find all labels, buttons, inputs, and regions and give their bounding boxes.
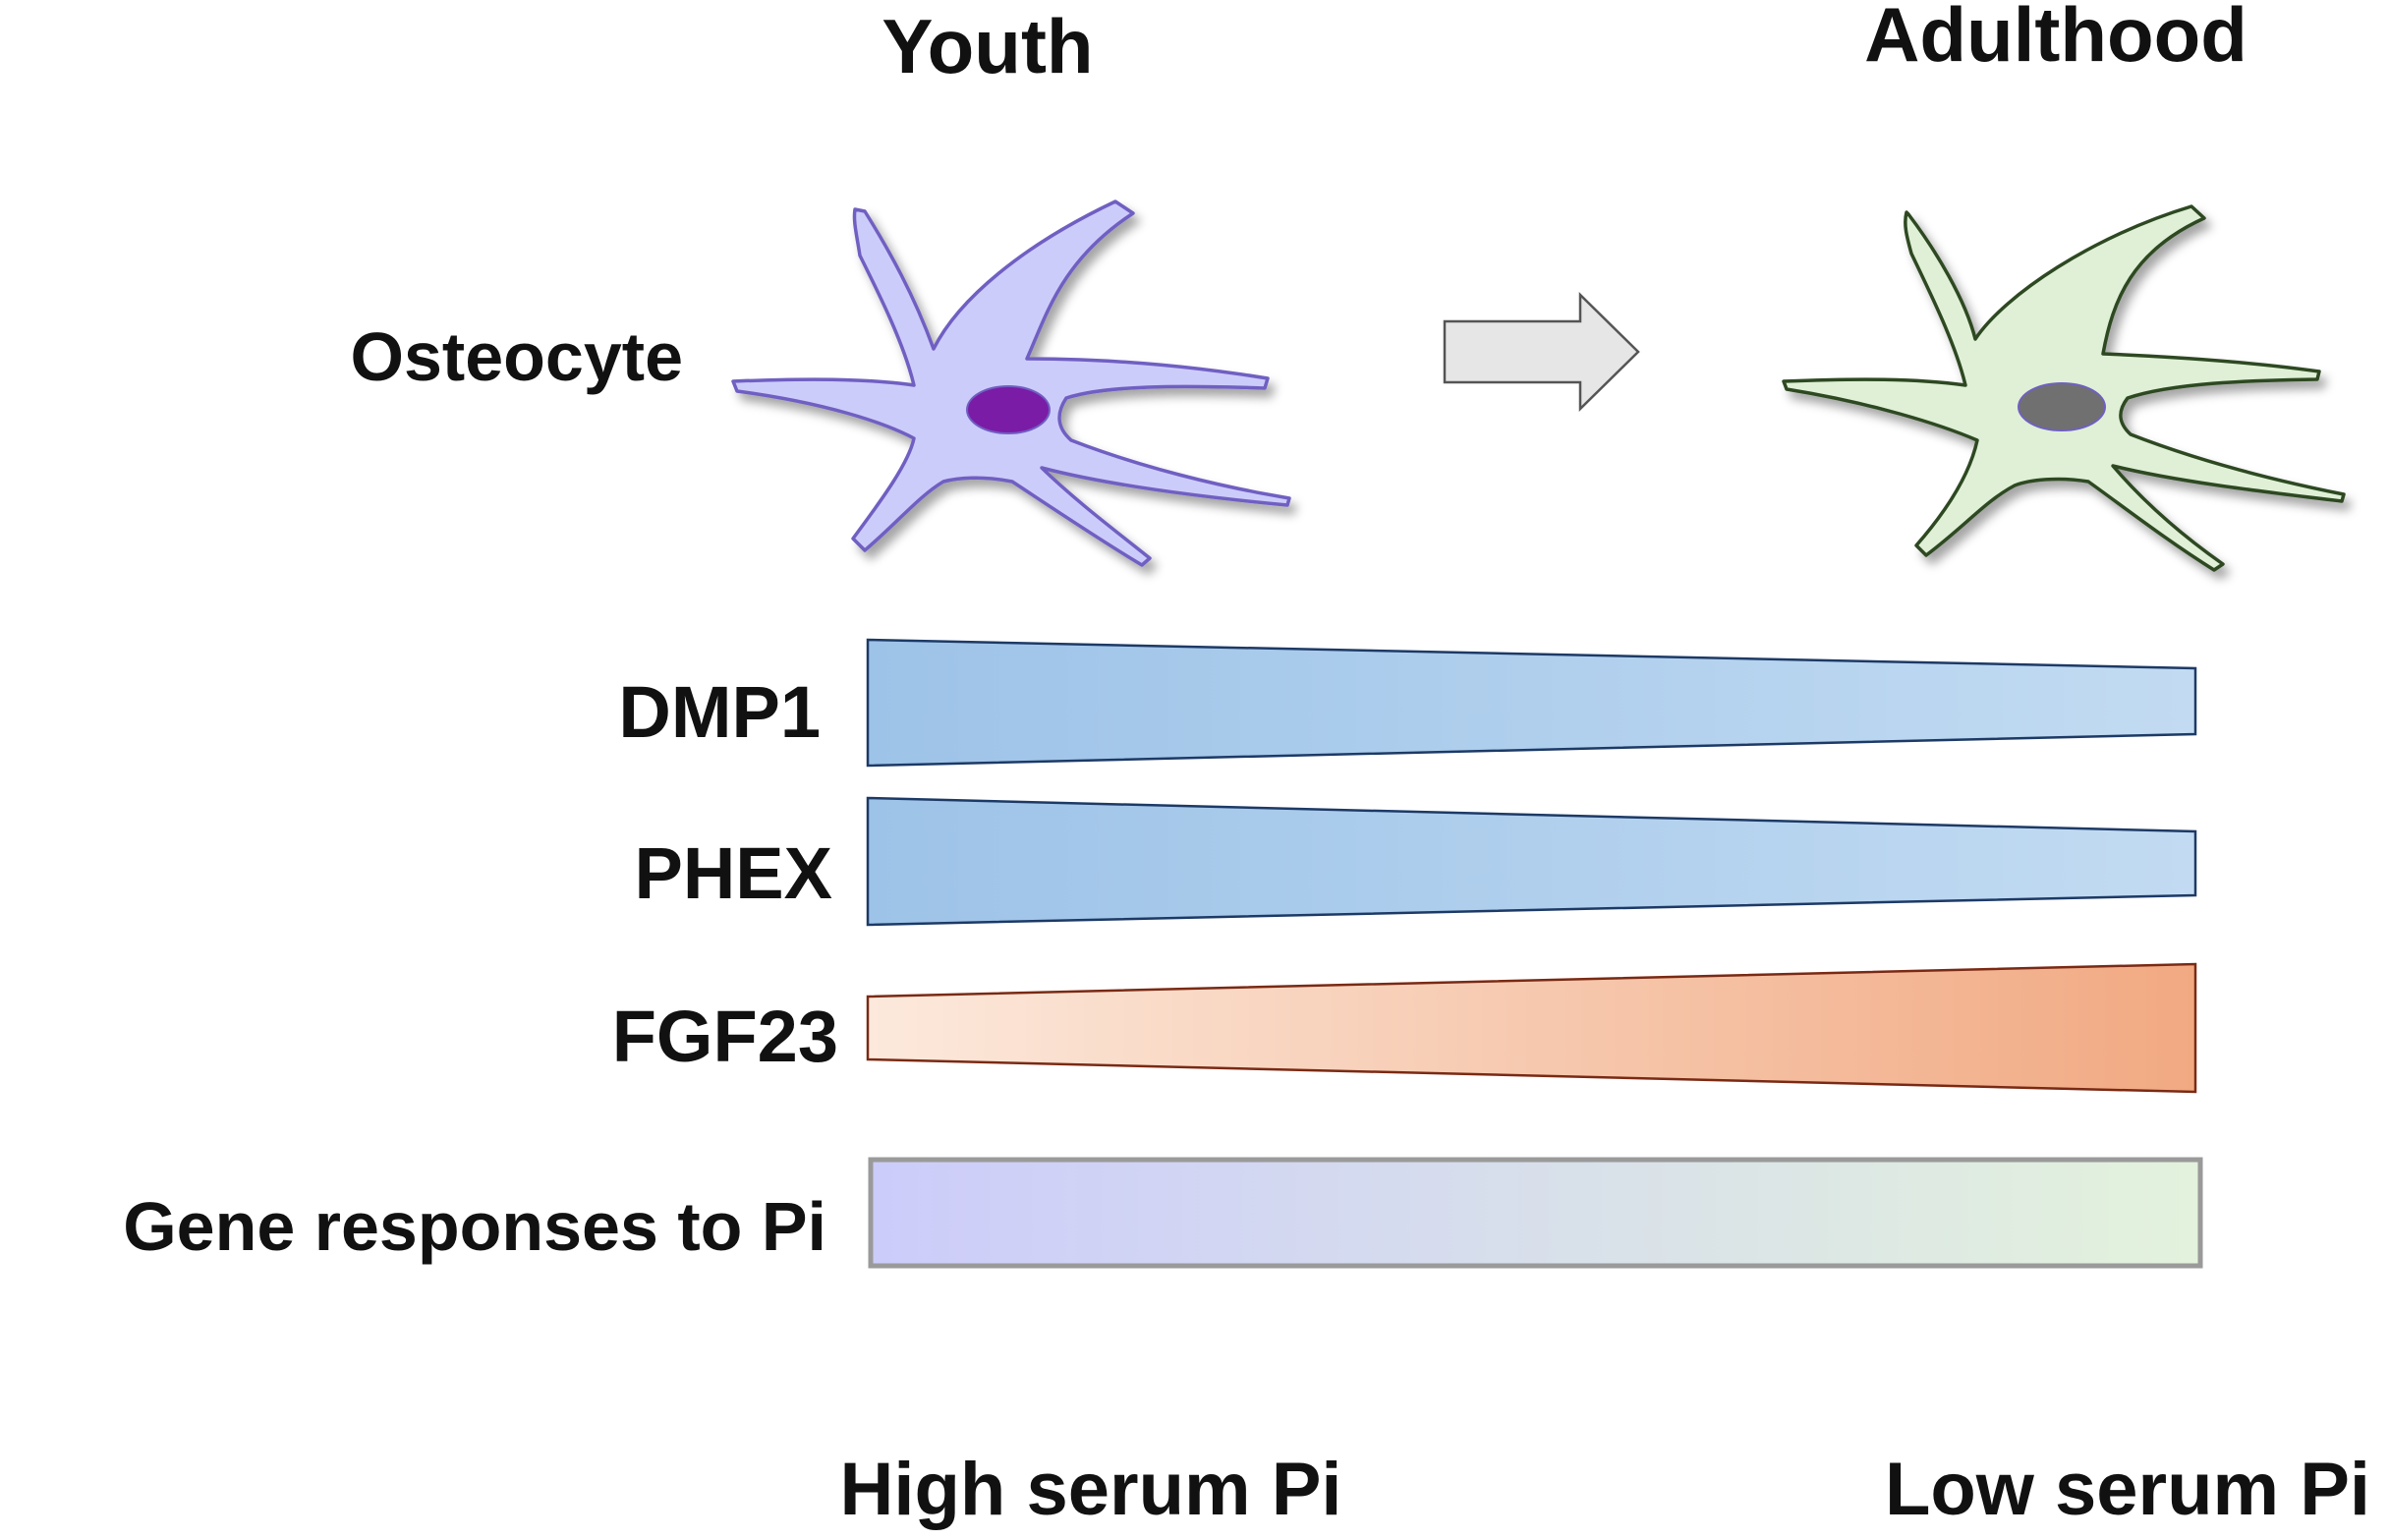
- adulthood-header: Adulthood: [1864, 0, 2247, 78]
- gene-responses-label: Gene responses to Pi: [123, 1188, 826, 1265]
- adult-osteocyte-nucleus: [2018, 382, 2106, 431]
- youth-header: Youth: [882, 3, 1094, 89]
- transition-arrow-icon: [1443, 292, 1640, 412]
- high-serum-pi-label: High serum Pi: [839, 1448, 1342, 1531]
- phex-label: PHEX: [634, 832, 832, 914]
- adult-osteocyte: [1782, 204, 2346, 572]
- phex-expression-wedge: [866, 796, 2197, 927]
- dmp1-expression-wedge: [866, 638, 2197, 768]
- fgf23-expression-wedge: [866, 962, 2197, 1094]
- youth-osteocyte: [731, 200, 1291, 567]
- gene-responses-bar: [868, 1157, 2203, 1269]
- fgf23-label: FGF23: [611, 996, 838, 1077]
- osteocyte-label: Osteocyte: [350, 318, 683, 395]
- dmp1-label: DMP1: [618, 671, 821, 753]
- youth-osteocyte-body: [731, 200, 1291, 567]
- low-serum-pi-label: Low serum Pi: [1884, 1448, 2371, 1531]
- youth-osteocyte-nucleus: [966, 385, 1051, 434]
